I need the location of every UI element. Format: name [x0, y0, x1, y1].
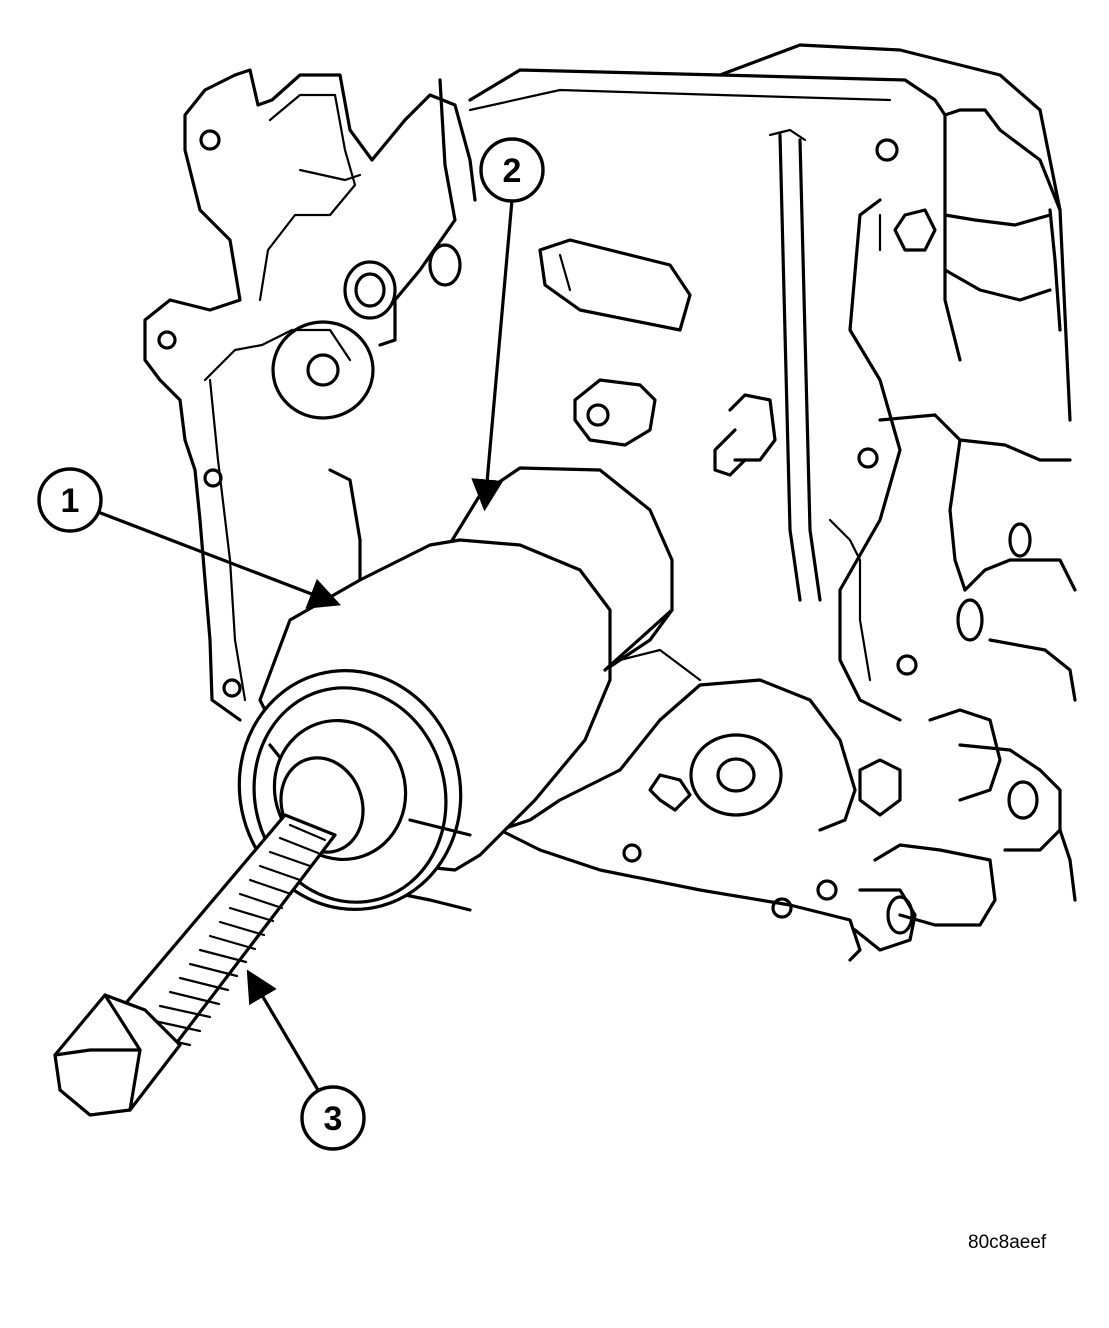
callout-1: 1: [37, 467, 103, 533]
callout-2: 2: [479, 137, 545, 203]
forcing-screw: [53, 813, 337, 1117]
figure-id: 80c8aeef: [968, 1232, 1047, 1253]
callout-3: 3: [300, 1085, 366, 1151]
callout-2-label: 2: [503, 152, 522, 190]
arrow-2: [471, 198, 514, 512]
cover-features: [538, 208, 937, 477]
callout-1-label: 1: [61, 482, 80, 520]
callout-3-label: 3: [324, 1100, 343, 1138]
leader-arrows: [96, 198, 514, 1092]
arrow-1: [96, 510, 341, 609]
engine-block: [143, 43, 1077, 962]
bolt-holes: [157, 129, 1039, 935]
arrow-3: [246, 969, 320, 1092]
